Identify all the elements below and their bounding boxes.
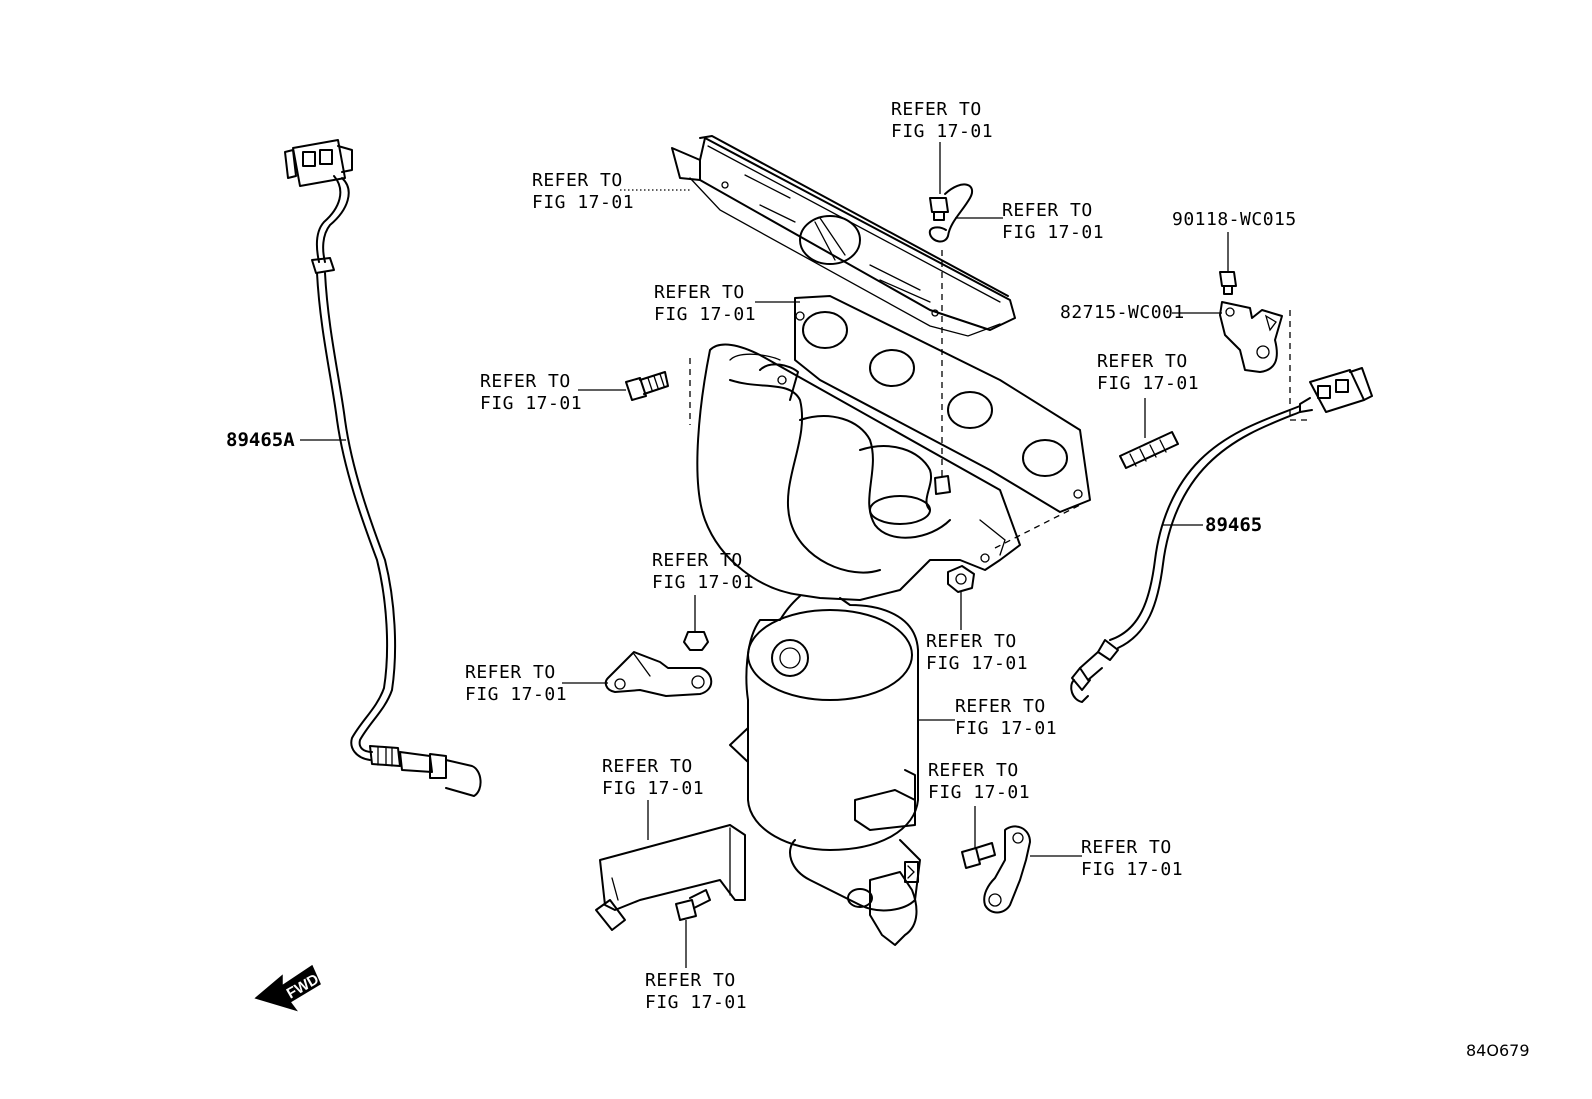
bolt-90118 (1219, 232, 1237, 295)
bracket-bottom-right (983, 825, 1031, 914)
stud-bolt (1119, 398, 1179, 469)
callout-nut-converter: REFER TO FIG 17-01 (926, 631, 1028, 674)
svg-text:REFER TO: REFER TO (891, 99, 982, 120)
svg-text:REFER TO: REFER TO (1002, 200, 1093, 221)
nut-converter (947, 565, 975, 630)
callout-insulator: REFER TO FIG 17-01 (532, 170, 634, 213)
callout-converter: REFER TO FIG 17-01 (955, 696, 1057, 739)
svg-text:REFER TO: REFER TO (928, 760, 1019, 781)
bracket-82715 (1219, 301, 1283, 373)
svg-text:REFER TO: REFER TO (480, 371, 571, 392)
svg-text:FIG 17-01: FIG 17-01 (602, 778, 704, 799)
svg-text:REFER TO: REFER TO (652, 550, 743, 571)
callout-stud: REFER TO FIG 17-01 (1097, 351, 1199, 394)
svg-text:REFER TO: REFER TO (532, 170, 623, 191)
svg-text:REFER TO: REFER TO (645, 970, 736, 991)
bolt-insulator-top (928, 142, 973, 243)
manifold-gasket (794, 295, 1091, 513)
callout-gasket: REFER TO FIG 17-01 (654, 282, 756, 325)
callout-clip: REFER TO FIG 17-01 (1002, 200, 1104, 243)
oxygen-sensor-right (1070, 367, 1373, 703)
svg-text:REFER TO: REFER TO (654, 282, 745, 303)
figure-code: 84O679 (1466, 1041, 1530, 1060)
part-number-90118: 90118-WC015 (1172, 209, 1297, 230)
svg-text:FIG 17-01: FIG 17-01 (1002, 222, 1104, 243)
svg-text:REFER TO: REFER TO (465, 662, 556, 683)
fwd-arrow-icon: FWD (254, 964, 322, 1012)
svg-text:FIG 17-01: FIG 17-01 (652, 572, 754, 593)
dash-manifold-right (994, 504, 1081, 549)
svg-text:REFER TO: REFER TO (1097, 351, 1188, 372)
heat-insulator (671, 135, 1016, 337)
svg-text:FIG 17-01: FIG 17-01 (532, 192, 634, 213)
callout-stiffener: REFER TO FIG 17-01 (602, 756, 704, 799)
svg-text:REFER TO: REFER TO (926, 631, 1017, 652)
catalytic-converter (729, 595, 921, 946)
svg-text:REFER TO: REFER TO (602, 756, 693, 777)
bolt-manifold-left (625, 371, 669, 401)
callout-nut-middle: REFER TO FIG 17-01 (652, 550, 754, 593)
svg-text:FIG 17-01: FIG 17-01 (645, 992, 747, 1013)
svg-text:FIG 17-01: FIG 17-01 (1081, 859, 1183, 880)
exhaust-manifold (696, 343, 1021, 601)
svg-text:FIG 17-01: FIG 17-01 (891, 121, 993, 142)
part-number-82715: 82715-WC001 (1060, 302, 1185, 323)
svg-text:REFER TO: REFER TO (1081, 837, 1172, 858)
callout-bolt-left: REFER TO FIG 17-01 (480, 371, 582, 414)
svg-text:FIG 17-01: FIG 17-01 (955, 718, 1057, 739)
svg-text:FIG 17-01: FIG 17-01 (480, 393, 582, 414)
callout-bolt-top: REFER TO FIG 17-01 (891, 99, 993, 142)
svg-text:FIG 17-01: FIG 17-01 (1097, 373, 1199, 394)
svg-text:FIG 17-01: FIG 17-01 (928, 782, 1030, 803)
callout-bracket-left: REFER TO FIG 17-01 (465, 662, 567, 705)
svg-text:FIG 17-01: FIG 17-01 (926, 653, 1028, 674)
callout-bolt-bottom: REFER TO FIG 17-01 (645, 970, 747, 1013)
svg-text:FIG 17-01: FIG 17-01 (654, 304, 756, 325)
oxygen-sensor-left (284, 139, 482, 797)
bracket-left (604, 651, 713, 697)
callout-bolt-bracket-br: REFER TO FIG 17-01 (928, 760, 1030, 803)
manifold-stiffener (595, 824, 746, 931)
bolt-bottom (675, 889, 711, 968)
callout-bracket-br: REFER TO FIG 17-01 (1081, 837, 1183, 880)
part-number-89465a: 89465A (226, 429, 295, 451)
nut-middle (683, 595, 709, 651)
svg-text:REFER TO: REFER TO (955, 696, 1046, 717)
svg-text:FIG 17-01: FIG 17-01 (465, 684, 567, 705)
bolt-bracket-bottom-right (961, 806, 996, 869)
part-number-89465: 89465 (1205, 514, 1262, 536)
